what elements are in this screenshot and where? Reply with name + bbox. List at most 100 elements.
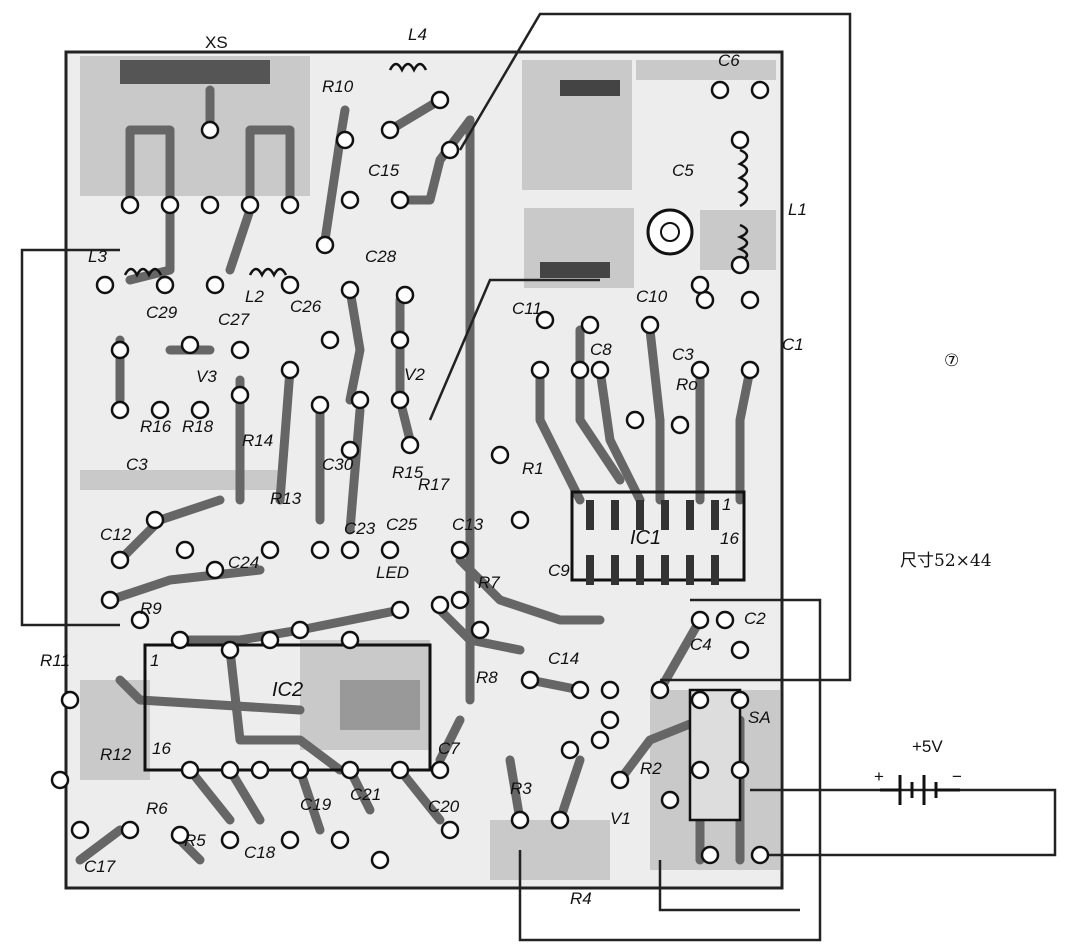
label-c25: C25 <box>386 515 418 534</box>
solder-pad <box>70 820 90 840</box>
solder-pad <box>190 400 210 420</box>
solder-pad <box>690 760 710 780</box>
label-c30: C30 <box>322 455 354 474</box>
solder-pad <box>390 600 410 620</box>
label-r13: R13 <box>270 489 302 508</box>
solder-pad <box>290 620 310 640</box>
solder-pad <box>690 610 710 630</box>
ic-bodies <box>143 490 746 772</box>
solder-pad <box>395 285 415 305</box>
label-c1: C1 <box>782 335 804 354</box>
label-c29: C29 <box>146 303 178 322</box>
solder-pad <box>260 630 280 650</box>
label-r14: R14 <box>242 431 273 450</box>
label-c24: C24 <box>228 553 259 572</box>
solder-pad <box>205 275 225 295</box>
solder-pad <box>200 195 220 215</box>
solder-pad <box>390 330 410 350</box>
solder-pad <box>560 740 580 760</box>
solder-pad <box>180 760 200 780</box>
solder-pad <box>220 640 240 660</box>
label-r8: R8 <box>476 668 498 687</box>
solder-pad <box>50 770 70 790</box>
label-r5: R5 <box>184 831 206 850</box>
solder-pad <box>380 540 400 560</box>
label-r12: R12 <box>100 745 132 764</box>
solder-pad <box>440 820 460 840</box>
solder-pad <box>180 335 200 355</box>
solder-pad <box>740 360 760 380</box>
solder-pad <box>340 440 360 460</box>
solder-pad <box>510 510 530 530</box>
label-xs: XS <box>205 33 228 52</box>
solder-pad <box>110 400 130 420</box>
solder-pad <box>250 760 270 780</box>
solder-pad <box>380 120 400 140</box>
solder-pad <box>400 435 420 455</box>
solder-pad <box>340 540 360 560</box>
solder-pad <box>315 235 335 255</box>
solder-pad <box>120 195 140 215</box>
solder-pad <box>550 810 570 830</box>
label-r3: R3 <box>510 779 532 798</box>
label-ic1-pin1: 1 <box>722 495 731 514</box>
solder-pad <box>580 315 600 335</box>
label-c26: C26 <box>290 297 322 316</box>
solder-pad <box>390 390 410 410</box>
label-ro: Ro <box>676 375 698 394</box>
solder-pad <box>600 680 620 700</box>
label-c7: C7 <box>438 739 460 758</box>
label-c19: C19 <box>300 795 332 814</box>
solder-pad <box>280 275 300 295</box>
label-l2: L2 <box>245 287 264 306</box>
label-r1: R1 <box>522 459 544 478</box>
solder-pad <box>535 310 555 330</box>
solder-pad <box>690 360 710 380</box>
solder-pad <box>100 590 120 610</box>
solder-pads <box>50 80 770 870</box>
label-led: LED <box>376 563 409 582</box>
solder-pad <box>600 710 620 730</box>
solder-pad <box>110 550 130 570</box>
label-c27: C27 <box>218 310 250 329</box>
solder-pad <box>130 610 150 630</box>
solder-pad <box>145 510 165 530</box>
label-c5: C5 <box>672 161 694 180</box>
solder-pad <box>340 630 360 650</box>
label-l1: L1 <box>788 200 807 219</box>
label-c8: C8 <box>590 340 612 359</box>
labels: XS L4 R10 C15 C6 C5 L1 L3 L2 C28 C29 C27… <box>40 25 992 908</box>
solder-pad <box>230 340 250 360</box>
solder-pad <box>220 830 240 850</box>
label-v1: V1 <box>610 809 631 828</box>
solder-pad <box>715 610 735 630</box>
solder-pad <box>590 730 610 750</box>
solder-pad <box>320 330 340 350</box>
solder-pad <box>730 640 750 660</box>
label-c28: C28 <box>365 247 397 266</box>
solder-pad <box>730 760 750 780</box>
solder-pad <box>340 760 360 780</box>
solder-pad <box>335 130 355 150</box>
label-r11: R11 <box>40 651 70 670</box>
solder-pad <box>440 140 460 160</box>
power-label: +5V <box>912 737 943 756</box>
label-c3-top: C3 <box>672 345 694 364</box>
coils <box>123 62 749 278</box>
solder-pad <box>660 790 680 810</box>
solder-pad <box>590 360 610 380</box>
battery-symbol <box>880 775 960 805</box>
label-c23: C23 <box>344 519 376 538</box>
label-c20: C20 <box>428 797 460 816</box>
solder-pad <box>205 560 225 580</box>
solder-pad <box>490 445 510 465</box>
solder-pad <box>510 810 530 830</box>
solder-pad <box>430 760 450 780</box>
label-ic2-pin1: 1 <box>150 651 159 670</box>
solder-pad <box>240 195 260 215</box>
solder-pad <box>350 390 370 410</box>
solder-pad <box>430 90 450 110</box>
solder-pad <box>290 760 310 780</box>
solder-pad <box>340 190 360 210</box>
solder-pad <box>570 360 590 380</box>
